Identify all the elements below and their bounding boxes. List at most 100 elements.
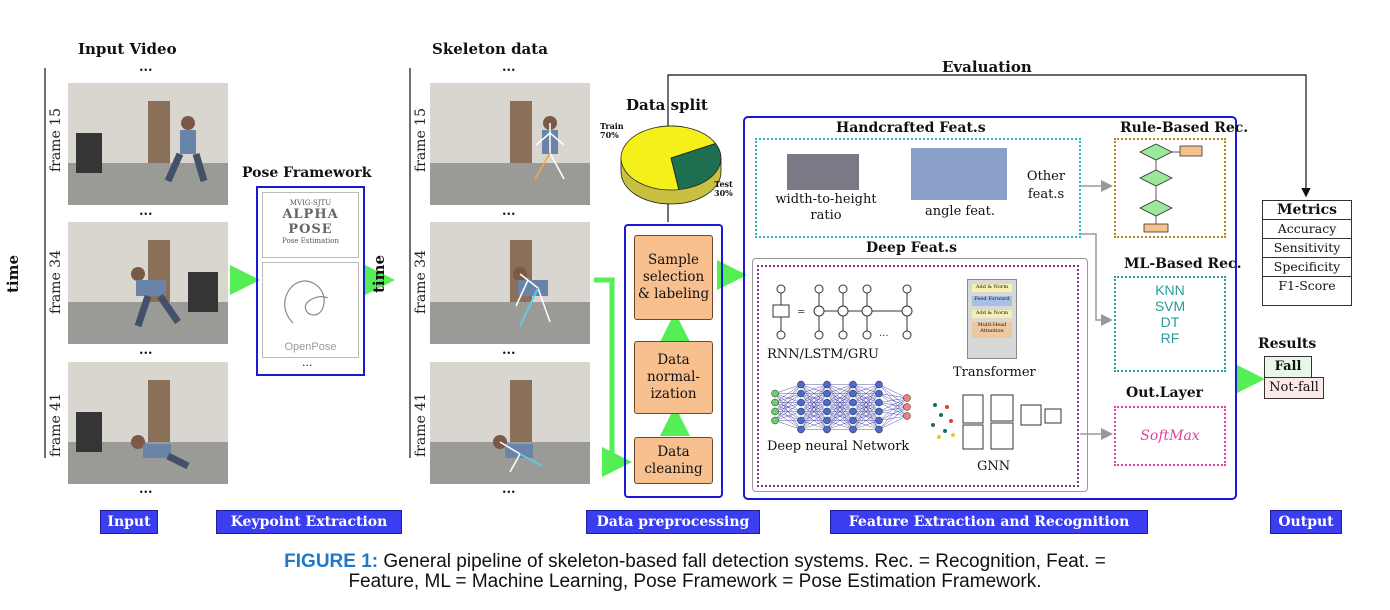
ellipsis: ...	[139, 343, 153, 358]
dnn-node	[849, 425, 857, 434]
other-feats-label: Other feat.s	[1026, 169, 1066, 202]
ml-based-box: KNN SVM DT RF	[1114, 276, 1226, 372]
test-label: Test	[714, 179, 733, 189]
stage-keypoint-extraction: Keypoint Extraction	[216, 510, 402, 534]
skeleton-frame-34	[430, 222, 590, 344]
transformer-block: Add & Norm	[972, 310, 1012, 318]
alphapose-logo: MVIG-SJTU ALPHA POSE Pose Estimation	[262, 192, 359, 258]
dnn-node	[797, 398, 805, 407]
pose-framework-box: MVIG-SJTU ALPHA POSE Pose Estimation Ope…	[256, 186, 365, 376]
rule-based-box	[1114, 138, 1226, 238]
frame-label: frame 41	[48, 393, 64, 458]
dnn-node	[875, 389, 883, 398]
results-title: Results	[1258, 336, 1317, 352]
deep-features-box: =··· RNN/LSTM/GRU Add & Norm Feed Forwar…	[757, 265, 1079, 487]
ml-item-svm: SVM	[1154, 298, 1186, 314]
transformer-block: Feed Forward	[972, 296, 1012, 306]
preprocessing-box	[624, 224, 723, 498]
dnn-node	[849, 416, 857, 425]
transformer-diagram: Add & Norm Feed Forward Add & Norm Multi…	[967, 279, 1017, 359]
caption-line-2: Feature, ML = Machine Learning, Pose Fra…	[348, 571, 1042, 592]
video-frame-41	[68, 362, 228, 484]
handcrafted-title: Handcrafted Feat.s	[836, 120, 986, 136]
input-title: Input Video	[78, 40, 177, 58]
train-pct: 70%	[600, 130, 619, 140]
skeleton-frame-41	[430, 362, 590, 484]
ml-based-title: ML-Based Rec.	[1124, 256, 1242, 272]
dnn-node	[771, 398, 779, 407]
skeleton-frame-15	[430, 83, 590, 205]
dnn-node	[875, 425, 883, 434]
dnn-node	[849, 389, 857, 398]
width-height-label: width-to-height ratio	[775, 192, 877, 223]
metric-f1: F1-Score	[1263, 276, 1351, 295]
result-fall: Fall	[1264, 356, 1312, 378]
handcrafted-box: width-to-height ratio angle feat. Other …	[755, 138, 1081, 238]
caption-label: FIGURE 1:	[284, 551, 379, 572]
alphapose-top-text: MVIG-SJTU	[289, 199, 332, 207]
metrics-box: Metrics Accuracy Sensitivity Specificity…	[1262, 200, 1352, 306]
ellipsis: ...	[139, 204, 153, 219]
stage-data-preprocessing: Data preprocessing	[586, 510, 760, 534]
rnn-diagram: =···	[772, 284, 913, 342]
feature-extraction-box	[743, 116, 1237, 500]
svg-text:···: ···	[879, 331, 889, 342]
step-data-cleaning: Data cleaning	[634, 437, 713, 484]
arrow-skeleton-to-cleaning	[594, 277, 632, 477]
rule-based-title: Rule-Based Rec.	[1120, 120, 1249, 136]
deep-title: Deep Feat.s	[866, 240, 957, 256]
transformer-block: Add & Norm	[972, 284, 1012, 292]
video-frame-15	[68, 83, 228, 205]
pose-title: Pose Framework	[242, 165, 372, 181]
skeleton-title: Skeleton data	[432, 40, 548, 58]
stage-input: Input	[100, 510, 158, 534]
test-pct: 30%	[714, 188, 733, 198]
alphapose-sub-text: Pose Estimation	[282, 237, 339, 245]
dnn-node	[823, 416, 831, 425]
stage-output: Output	[1270, 510, 1342, 534]
ml-item-knn: KNN	[1155, 282, 1185, 298]
dnn-node	[875, 407, 883, 416]
gnn-label: GNN	[977, 459, 1011, 474]
stage-feature-extraction: Feature Extraction and Recognition	[830, 510, 1148, 534]
dnn-node	[771, 407, 779, 416]
angle-feat-label: angle feat.	[924, 204, 996, 219]
dnn-node	[875, 380, 883, 389]
dnn-node	[823, 425, 831, 434]
dnn-node	[823, 389, 831, 398]
ellipsis: ...	[502, 204, 516, 219]
data-split-pie	[620, 125, 722, 205]
transformer-label: Transformer	[953, 365, 1036, 380]
metric-specificity: Specificity	[1263, 257, 1351, 276]
frame-label: frame 15	[413, 108, 429, 173]
video-frame-34	[68, 222, 228, 344]
frame-label: frame 41	[413, 393, 429, 458]
ellipsis: ...	[302, 356, 313, 369]
dnn-node	[875, 416, 883, 425]
dnn-node	[903, 394, 911, 402]
dnn-node	[849, 407, 857, 416]
gnn-diagram	[931, 394, 1062, 450]
ellipsis: ...	[502, 60, 516, 75]
transformer-block: Multi-Head Attention	[972, 322, 1012, 338]
dnn-node	[797, 416, 805, 425]
pie-slice-train	[620, 125, 717, 191]
dnn-node	[771, 416, 779, 425]
angle-feat-image	[911, 148, 1007, 200]
step-sample-selection: Sample selection & labeling	[634, 235, 713, 320]
result-not-fall: Not-fall	[1264, 377, 1324, 399]
frame-label: frame 34	[413, 250, 429, 315]
metric-accuracy: Accuracy	[1263, 219, 1351, 238]
dnn-label: Deep neural Network	[767, 439, 910, 454]
time-axis-label: time	[4, 255, 22, 294]
dnn-node	[797, 389, 805, 398]
frame-label: frame 15	[48, 108, 64, 173]
softmax-label: SoftMax	[1140, 428, 1200, 444]
dnn-node	[849, 380, 857, 389]
evaluation-label: Evaluation	[942, 58, 1032, 76]
dnn-node	[771, 389, 779, 398]
dnn-node	[797, 380, 805, 389]
flowchart-diagram	[1139, 143, 1203, 233]
